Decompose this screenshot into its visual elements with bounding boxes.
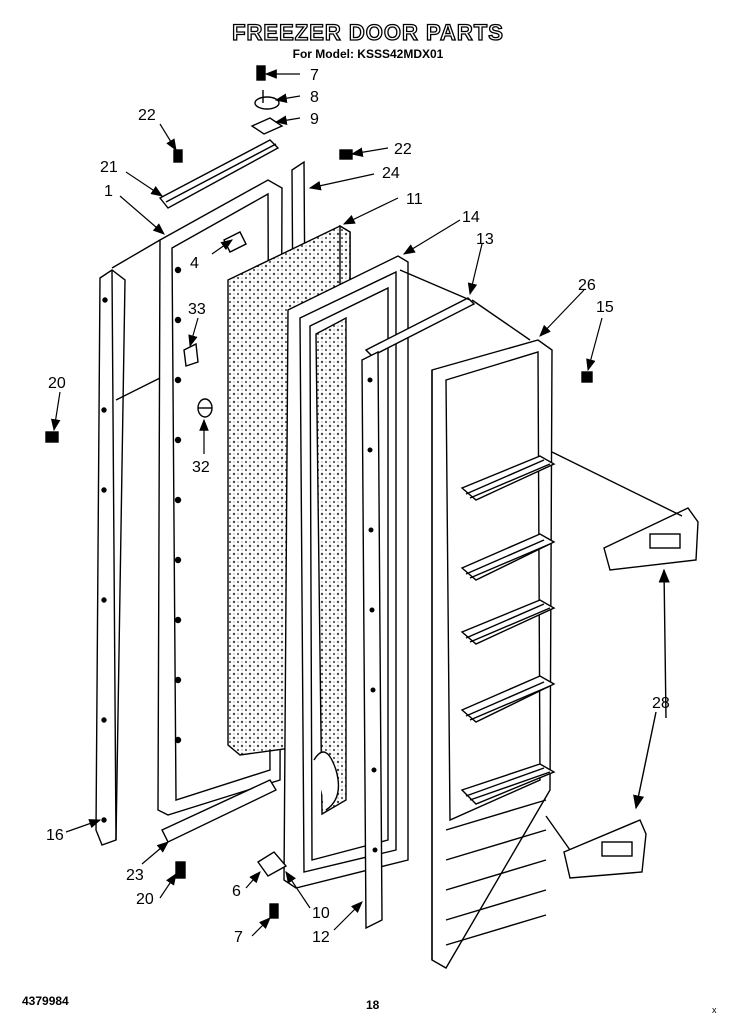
callout-14: 14 [462, 209, 480, 226]
door-shelf-3 [460, 599, 556, 645]
callout-1: 1 [104, 183, 113, 200]
part-12-door-gasket [361, 350, 383, 930]
callout-26: 26 [578, 277, 596, 294]
callout-10: 10 [312, 905, 330, 922]
callout-21: 21 [100, 159, 118, 176]
callout-24: 24 [382, 165, 400, 182]
callout-32: 32 [192, 459, 210, 476]
callout-11: 11 [406, 191, 423, 208]
part-21-top-hinge-bracket [158, 139, 280, 209]
door-shelf-4 [460, 675, 556, 723]
part-22-screw-top-left [173, 149, 183, 163]
door-shelf-2 [460, 533, 556, 581]
part-23-bottom-bracket [161, 779, 277, 843]
part-14-door-liner [283, 255, 409, 889]
part-9-hinge-shim [250, 117, 284, 135]
part-8-hinge-bushing [254, 90, 280, 110]
door-shelf-1 [460, 455, 556, 501]
part-13-top-rail [364, 297, 476, 357]
callout-20-bottom: 20 [136, 891, 154, 908]
door-shelf-5 [460, 763, 556, 805]
callout-12: 12 [312, 929, 330, 946]
part-20-screw-bottom [175, 861, 186, 879]
callout-4: 4 [190, 255, 199, 272]
part-28-bin-lower [563, 819, 647, 879]
part-28-bin-upper [603, 507, 699, 571]
callout-6: 6 [232, 883, 241, 900]
callout-8: 8 [310, 89, 319, 106]
corner-mark: x [712, 1005, 717, 1015]
part-7-hinge-screw-bottom [269, 903, 279, 919]
model-subtitle: For Model: KSSS42MDX01 [292, 47, 444, 61]
callout-15: 15 [596, 299, 614, 316]
part-6-lower-hinge [256, 851, 288, 877]
part-20-screw-left [45, 431, 59, 443]
callout-7-bottom: 7 [234, 929, 243, 946]
callout-22-left: 22 [138, 107, 156, 124]
page-number: 18 [366, 998, 380, 1012]
callout-7-top: 7 [310, 67, 319, 84]
callout-33: 33 [188, 301, 206, 318]
callout-22-right: 22 [394, 141, 412, 158]
page-title: FREEZER DOOR PARTS [231, 19, 504, 45]
part-7-hinge-screw-top [256, 65, 266, 81]
part-15-screw [581, 371, 593, 383]
callout-16: 16 [46, 827, 64, 844]
part-22-screw-top-right [339, 149, 353, 160]
callout-28: 28 [652, 695, 670, 712]
callout-20-left: 20 [48, 375, 66, 392]
part-26-inner-liner-with-shelves [431, 339, 556, 969]
part-16-door-trim-strip [95, 269, 126, 846]
part-32-plug [197, 398, 213, 418]
document-number: 4379984 [22, 994, 69, 1008]
callout-13: 13 [476, 231, 494, 248]
callout-23: 23 [126, 867, 144, 884]
callout-9: 9 [310, 111, 319, 128]
